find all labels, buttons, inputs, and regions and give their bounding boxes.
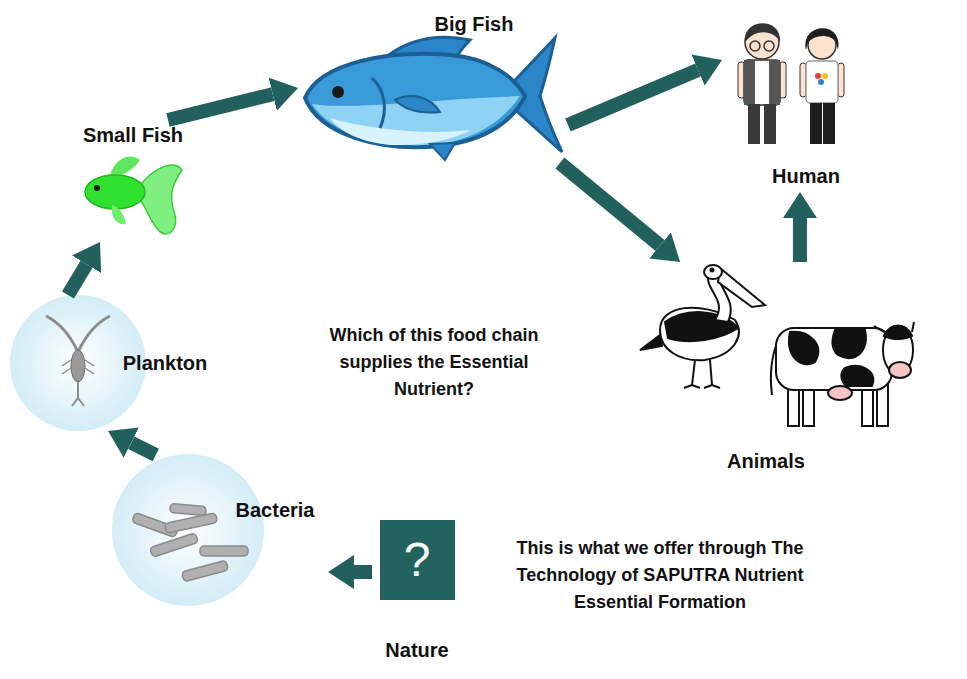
flow-arrow [68,264,87,295]
human-illustration [738,23,844,144]
cow-illustration [771,322,914,426]
cow-illustration-part [884,326,912,340]
plankton-bubble-part [71,350,85,382]
node-label: Animals [727,449,805,473]
node-label: Big Fish [435,12,514,36]
human-illustration-part [808,30,836,42]
flow-arrow [560,163,660,245]
bacteria-bubble [112,454,264,606]
flow-arrow [131,443,155,455]
nature-square [380,520,455,600]
flow-arrow [354,565,372,579]
human-illustration-part [810,103,822,144]
plankton-bubble-part [62,360,94,374]
pelican-illustration-part [684,360,720,388]
node-label: Plankton [123,351,207,375]
human-illustration-part [764,41,774,51]
food-chain-node: Plankton [10,295,220,431]
cow-illustration-part [874,322,914,332]
food-chain-node: Animals [632,262,922,475]
bacteria-bubble-part-part [200,546,248,556]
small-fish-illustration-part [138,165,182,234]
human-illustration-part [769,60,780,105]
flow-arrow [793,218,807,262]
food-chain-node: Human [722,14,852,192]
bacteria-bubble-part-part [181,560,228,582]
cow-illustration-part [841,366,873,386]
human-illustration-part [822,73,828,79]
flow-arrow [168,94,273,120]
bacteria-bubble-part [112,454,264,606]
cow-illustration-part [828,386,852,400]
pelican-illustration-part [711,269,714,272]
human-illustration-part [823,103,835,144]
human-illustration-part [800,63,806,97]
plankton-bubble-part [72,382,84,406]
human-illustration-part [806,61,838,103]
human-illustration-part [808,31,836,59]
node-label: Nature [385,638,448,662]
big-fish-illustration [305,37,562,160]
pelican-illustration-part [640,335,662,350]
small-fish-illustration-part [112,205,126,224]
human-illustration-part [744,60,780,105]
human-illustration-part [745,23,780,42]
food-chain-node: ? Nature [372,518,462,664]
pelican-illustration [640,265,765,388]
caption-text: Which of this food chain supplies the Es… [298,322,570,403]
bacteria-bubble-part-part [170,503,207,515]
human-illustration-part [838,63,844,97]
human-illustration-part [750,41,760,51]
node-label: Bacteria [236,498,315,522]
cow-illustration-part [889,362,911,378]
small-fish-illustration-part [94,185,100,191]
plankton-bubble-part [78,316,110,352]
cow-illustration-part [832,330,866,358]
human-illustration-part [744,60,755,105]
node-label: ? [404,536,431,584]
big-fish-illustration-part [312,96,520,145]
node-label: Small Fish [83,123,183,147]
big-fish-illustration-part [372,78,384,128]
bacteria-bubble-part-part [150,533,199,557]
node-label: Human [772,164,840,188]
small-fish-illustration-part [110,156,140,176]
pelican-illustration-part [718,268,765,307]
big-fish-illustration-part [332,86,344,98]
bacteria-bubble-part-part [165,513,218,534]
cow-illustration-part [776,328,892,390]
food-chain-node: Small Fish [72,120,196,242]
big-fish-illustration-part [305,54,525,147]
big-fish-illustration-part [330,118,470,145]
nature-square-part [380,520,455,600]
bacteria-bubble-part [132,503,248,581]
food-chain-node: Big Fish [298,8,568,163]
cow-illustration-part [789,332,818,364]
big-fish-illustration-part [430,143,455,160]
human-illustration-part [818,79,824,85]
small-fish-illustration-part [85,175,145,209]
food-chain-node: Bacteria [110,455,328,607]
big-fish-illustration-part [395,96,440,113]
plankton-bubble-part [46,316,78,352]
pelican-illustration-part [704,265,722,279]
small-fish-illustration [85,156,182,233]
human-illustration-part [764,104,776,144]
human-illustration-part [748,104,760,144]
caption-text: This is what we offer through The Techno… [505,535,815,616]
flow-arrow [568,70,698,125]
human-illustration-part [815,73,821,79]
